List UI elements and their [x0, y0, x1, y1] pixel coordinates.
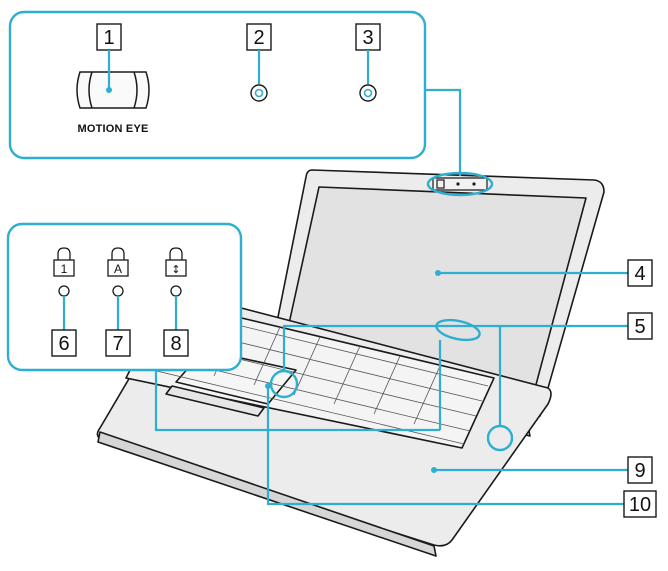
scroll-lock-glyph: ↕ [171, 263, 180, 276]
touchpad-buttons [165, 385, 265, 417]
callout-3: 3 [355, 23, 381, 51]
lid-indicator-dot-2 [472, 182, 476, 186]
camera-highlight-ring [426, 171, 494, 197]
callout-8: 8 [163, 329, 189, 357]
callout-9: 9 [627, 456, 653, 484]
caps-lock-glyph: A [114, 262, 122, 276]
callout-4: 4 [627, 259, 653, 287]
callout-6-label: 6 [58, 333, 69, 355]
motion-eye-label: MOTION EYE [77, 123, 148, 135]
callout-5: 5 [627, 312, 653, 340]
callout-1-dot [106, 87, 112, 93]
callout-2: 2 [246, 23, 272, 51]
callout-5-label: 5 [634, 316, 645, 338]
callout-1: 1 [96, 23, 122, 51]
callout-9-dot [431, 467, 437, 473]
callout-2-label: 2 [253, 27, 264, 49]
callout-9-label: 9 [634, 460, 645, 482]
lid-camera-assembly [432, 177, 488, 191]
caps-lock-icon: A [107, 247, 129, 277]
callout-4-label: 4 [634, 263, 645, 285]
callout-10-dot [265, 383, 271, 389]
caps-lock-indicator [112, 285, 124, 297]
callout-1-label: 1 [103, 27, 114, 49]
callout-5-leader [282, 324, 502, 426]
callout-6: 6 [51, 329, 77, 357]
num-lock-indicator [58, 285, 70, 297]
num-lock-glyph: 1 [61, 262, 68, 276]
camera-inset-leader [425, 88, 462, 176]
callout-10-leader [266, 386, 628, 506]
motion-eye-camera-icon [76, 71, 150, 109]
callout-4-dot [435, 270, 441, 276]
callout-10-label: 10 [629, 494, 651, 516]
lid-indicator-dot-1 [456, 182, 460, 186]
callout-3-label: 3 [362, 27, 373, 49]
microphone-indicator-icon [250, 84, 268, 102]
indicator-inset-leader [154, 370, 440, 432]
camera-module [432, 177, 488, 191]
callout-7: 7 [105, 329, 131, 357]
callout-8-label: 8 [170, 333, 181, 355]
camera-lens-icon [436, 179, 445, 189]
callout-10: 10 [623, 490, 657, 518]
num-lock-icon: 1 [53, 247, 75, 277]
callout-7-label: 7 [112, 333, 123, 355]
scroll-lock-indicator [170, 285, 182, 297]
scroll-lock-icon: ↕ [165, 247, 187, 277]
camera-indicator-icon [359, 84, 377, 102]
